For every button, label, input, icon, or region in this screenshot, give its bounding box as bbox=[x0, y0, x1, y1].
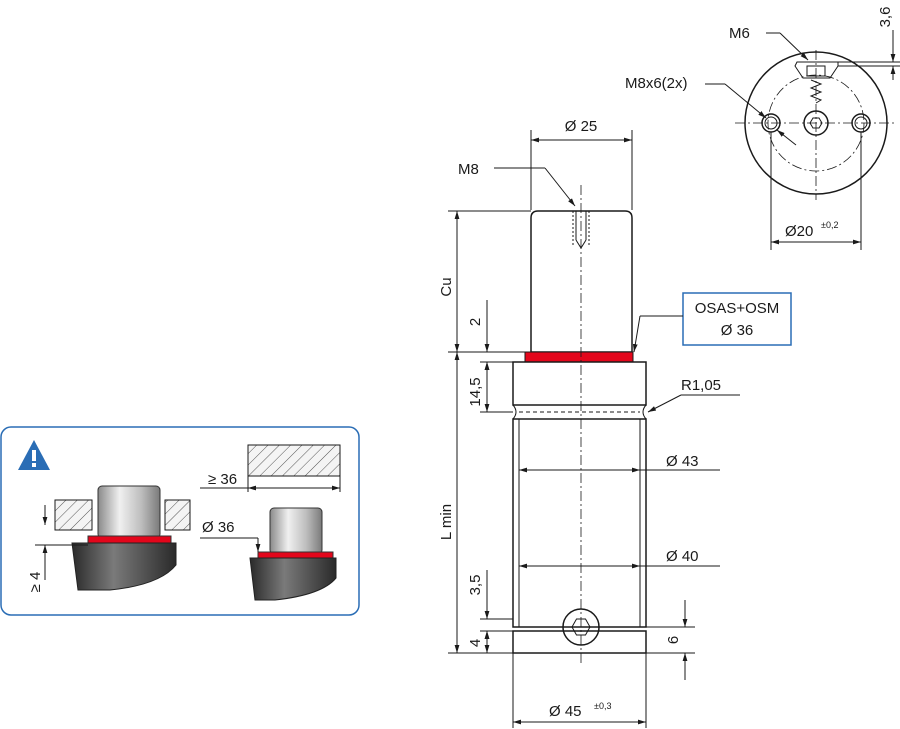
dim-dia-45: Ø 45 ±0,3 bbox=[512, 653, 647, 728]
warning-triangle-icon bbox=[18, 440, 50, 470]
dim-dia-20: Ø20 ±0,2 bbox=[770, 132, 862, 250]
dim-14-5-label: 14,5 bbox=[467, 377, 484, 406]
dia-20-label: Ø20 bbox=[785, 223, 813, 240]
callout-m8: M8 bbox=[458, 161, 576, 207]
front-view: Ø 25 M8 OSAS+OSM Ø 36 Cu 2 bbox=[438, 118, 792, 728]
install-illustration-right: Ø 36 bbox=[200, 507, 337, 601]
dim-ge-4-label: ≥ 4 bbox=[27, 572, 44, 593]
groove bbox=[512, 404, 647, 420]
dim-dia-25: Ø 25 bbox=[530, 118, 633, 210]
dim-lmin: L min bbox=[438, 351, 525, 654]
installation-panel: ≥ 4 ≥ 36 Ø 36 bbox=[0, 426, 360, 616]
top-view: 3,6 M6 M8x6(2x) Ø20 ±0,2 bbox=[625, 7, 900, 250]
dim-dia-36-label: Ø 36 bbox=[202, 519, 235, 536]
dim-3-5-label: 3,5 bbox=[467, 575, 484, 596]
dim-ge-36-label: ≥ 36 bbox=[208, 471, 237, 488]
radius-label: R1,05 bbox=[681, 377, 721, 394]
dim-3-5: 3,5 bbox=[467, 570, 513, 645]
dia-40-label: Ø 40 bbox=[666, 548, 699, 565]
bottom-plate bbox=[512, 630, 647, 654]
dim-3-6: 3,6 bbox=[838, 7, 900, 80]
dim-6: 6 bbox=[646, 600, 695, 680]
dia-20-tolerance: ±0,2 bbox=[821, 220, 838, 230]
callout-radius: R1,05 bbox=[647, 377, 740, 413]
dim-4-label: 4 bbox=[467, 639, 484, 647]
install-illustration-hatch: ≥ 36 bbox=[200, 444, 341, 492]
dim-cu: Cu bbox=[438, 210, 531, 353]
thread-m8x6-label: M8x6(2x) bbox=[625, 75, 688, 92]
dim-dia-40: Ø 40 bbox=[519, 548, 720, 569]
callout-seal: OSAS+OSM Ø 36 bbox=[632, 292, 792, 353]
callout-m8x6: M8x6(2x) bbox=[625, 75, 797, 146]
dia-25-label: Ø 25 bbox=[565, 118, 598, 135]
dia-43-label: Ø 43 bbox=[666, 453, 699, 470]
dim-3-6-label: 3,6 bbox=[877, 7, 894, 28]
seal-callout-line1: OSAS+OSM bbox=[695, 300, 780, 317]
install-illustration-left: ≥ 4 bbox=[27, 485, 191, 593]
lmin-label: L min bbox=[438, 504, 455, 540]
seal-callout-line2: Ø 36 bbox=[721, 322, 754, 339]
thread-m8-label: M8 bbox=[458, 161, 479, 178]
dia-45-tolerance: ±0,3 bbox=[594, 701, 611, 711]
dim-6-label: 6 bbox=[665, 636, 682, 644]
seal-osas-osm bbox=[524, 351, 634, 363]
piston-rod bbox=[530, 210, 633, 353]
dim-2-label: 2 bbox=[467, 318, 484, 326]
cu-label: Cu bbox=[438, 277, 455, 296]
thread-m6-label: M6 bbox=[729, 25, 750, 42]
dim-dia-43: Ø 43 bbox=[519, 453, 720, 473]
dim-4: 4 bbox=[467, 631, 490, 653]
dia-45-label: Ø 45 bbox=[549, 703, 582, 720]
dim-14-5: 14,5 bbox=[467, 362, 513, 413]
cylinder-body bbox=[512, 418, 647, 628]
callout-m6: M6 bbox=[729, 25, 809, 61]
cylinder-head bbox=[512, 361, 647, 406]
